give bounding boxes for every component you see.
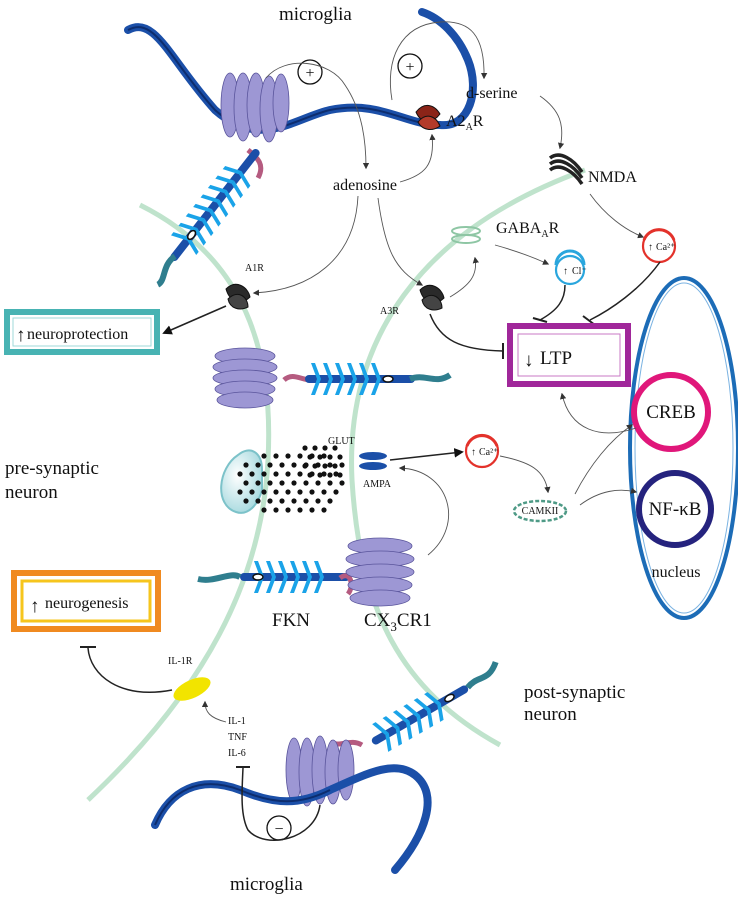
microglia-top-label: microglia	[279, 4, 352, 25]
arrow-dserine-to-nmda	[539, 95, 565, 150]
arrow-gabaar-to-cl	[494, 244, 550, 265]
svg-text:Ca²⁺: Ca²⁺	[656, 242, 675, 253]
svg-text:neuroprotection: neuroprotection	[27, 326, 128, 343]
svg-text:↓: ↓	[524, 350, 534, 371]
fkn-top	[155, 148, 260, 288]
svg-text:CREB: CREB	[646, 402, 696, 423]
glutamate-molecules	[237, 445, 345, 513]
a3r-label: A3R	[380, 306, 399, 317]
camkii: CAMKII	[512, 499, 568, 523]
gabaar-receptor	[451, 226, 481, 244]
svg-text:LTP: LTP	[540, 348, 572, 369]
svg-text:↑: ↑	[471, 447, 476, 458]
nfkb-ring: NF-κB	[636, 470, 714, 548]
ltp-box: ↓ LTP	[507, 323, 631, 387]
cx3cr1-receptor-top	[220, 72, 290, 143]
inhibit-microglia-to-cytokines	[241, 767, 321, 841]
ampa-receptor	[359, 452, 387, 470]
presynaptic-label-1: pre-synaptic	[5, 458, 99, 479]
svg-text:neurogenesis: neurogenesis	[45, 595, 129, 612]
nmda-receptor	[548, 153, 584, 186]
fkn-lower	[197, 561, 350, 593]
ampa-label: AMPA	[363, 479, 392, 490]
a1r-receptor	[225, 284, 251, 310]
svg-text:CAMKII: CAMKII	[522, 506, 559, 517]
nmda-label: NMDA	[588, 169, 637, 186]
glut-label: GLUT	[328, 436, 355, 447]
arrow-a2ar-to-dserine	[389, 21, 488, 101]
plus-circle-1: +	[297, 59, 323, 85]
tnf-label: TNF	[228, 732, 247, 743]
svg-text:+: +	[305, 65, 314, 82]
arrow-microglia-to-adenosine	[265, 62, 370, 170]
inhibit-cl-to-ltp	[539, 284, 566, 321]
arrow-a1r-to-neuroprotection	[162, 305, 227, 335]
a2ar-receptor	[415, 105, 441, 130]
svg-text:↑: ↑	[16, 325, 26, 346]
arrow-adenosine-to-a2ar	[399, 133, 436, 183]
il1r-label: IL-1R	[168, 656, 193, 667]
a1r-label: A1R	[245, 263, 264, 274]
svg-text:↑: ↑	[30, 596, 40, 617]
synaptic-vesicle	[220, 449, 263, 514]
arrow-camkii-to-creb	[574, 424, 634, 495]
il1-label: IL-1	[228, 716, 246, 727]
gabaar-label: GABAAR	[496, 220, 560, 240]
inhibit-il1r-to-neurogenesis	[87, 647, 173, 693]
svg-text:↑: ↑	[563, 266, 568, 277]
minus-circle: −	[266, 815, 292, 841]
fkn-bottom	[371, 660, 499, 752]
postsynaptic-label-1: post-synaptic	[524, 682, 625, 703]
a2ar-label: A2AR	[446, 113, 484, 133]
adenosine-label: adenosine	[333, 177, 397, 194]
ca-ion-mid: ↑ Ca²⁺	[464, 433, 500, 469]
svg-text:−: −	[274, 821, 283, 838]
inhibit-a3r-to-ltp	[429, 313, 504, 352]
arrow-adenosine-to-a3r	[377, 197, 424, 286]
neuroprotection-box: ↑ neuroprotection	[4, 309, 160, 355]
svg-text:+: +	[405, 59, 414, 76]
svg-text:Cl⁻: Cl⁻	[572, 266, 587, 277]
arrow-ca-to-camkii	[499, 455, 551, 494]
arrow-ampa-to-ca	[389, 448, 464, 461]
arrow-cytokines-to-il1r	[201, 700, 227, 723]
presynaptic-membrane	[86, 202, 272, 802]
arrow-camkii-to-nfkb	[579, 487, 638, 506]
plus-circle-2: +	[397, 53, 423, 79]
inhibit-ca-to-ltp	[589, 261, 661, 321]
cx3cr1-receptor-mid	[212, 347, 278, 409]
il6-label: IL-6	[228, 748, 246, 759]
nucleus	[628, 276, 738, 620]
arrow-creb-to-ltp	[560, 392, 637, 434]
neurogenesis-box: ↑ neurogenesis	[11, 570, 161, 632]
arrow-adenosine-to-a1r	[252, 195, 359, 296]
svg-text:NF-κB: NF-κB	[649, 499, 702, 520]
cx3cr1-receptor-lower	[345, 537, 415, 607]
microglia-bottom-label: microglia	[230, 874, 303, 895]
svg-text:Ca²⁺: Ca²⁺	[479, 447, 498, 458]
presynaptic-label-2: neuron	[5, 482, 58, 503]
d-serine-label: d-serine	[466, 85, 518, 102]
nucleus-label: nucleus	[652, 564, 701, 581]
arrow-nmda-to-ca	[589, 193, 645, 239]
cx3cr1-label: CX3CR1	[364, 610, 432, 634]
il1r-receptor	[173, 677, 211, 701]
creb-ring: CREB	[631, 372, 711, 452]
a3r-receptor	[419, 285, 445, 311]
ca-ion-top: ↑ Ca²⁺	[641, 228, 677, 264]
svg-text:↑: ↑	[648, 242, 653, 253]
postsynaptic-label-2: neuron	[524, 704, 577, 725]
fkn-mid	[305, 363, 452, 395]
fkn-label: FKN	[272, 610, 310, 631]
cl-ion: ↑ Cl⁻	[554, 249, 587, 286]
arrow-cx3cr1-to-ampa	[398, 465, 450, 556]
arrow-a3r-to-gabaar	[449, 256, 479, 298]
